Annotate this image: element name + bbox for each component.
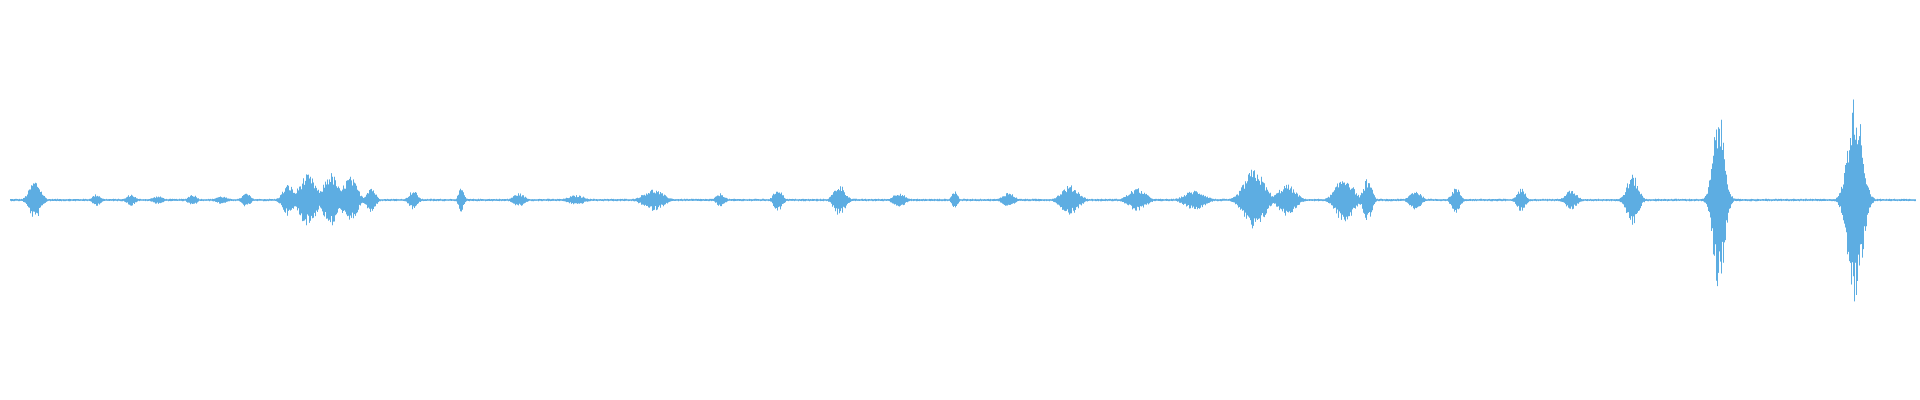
waveform-samples — [10, 99, 1916, 302]
